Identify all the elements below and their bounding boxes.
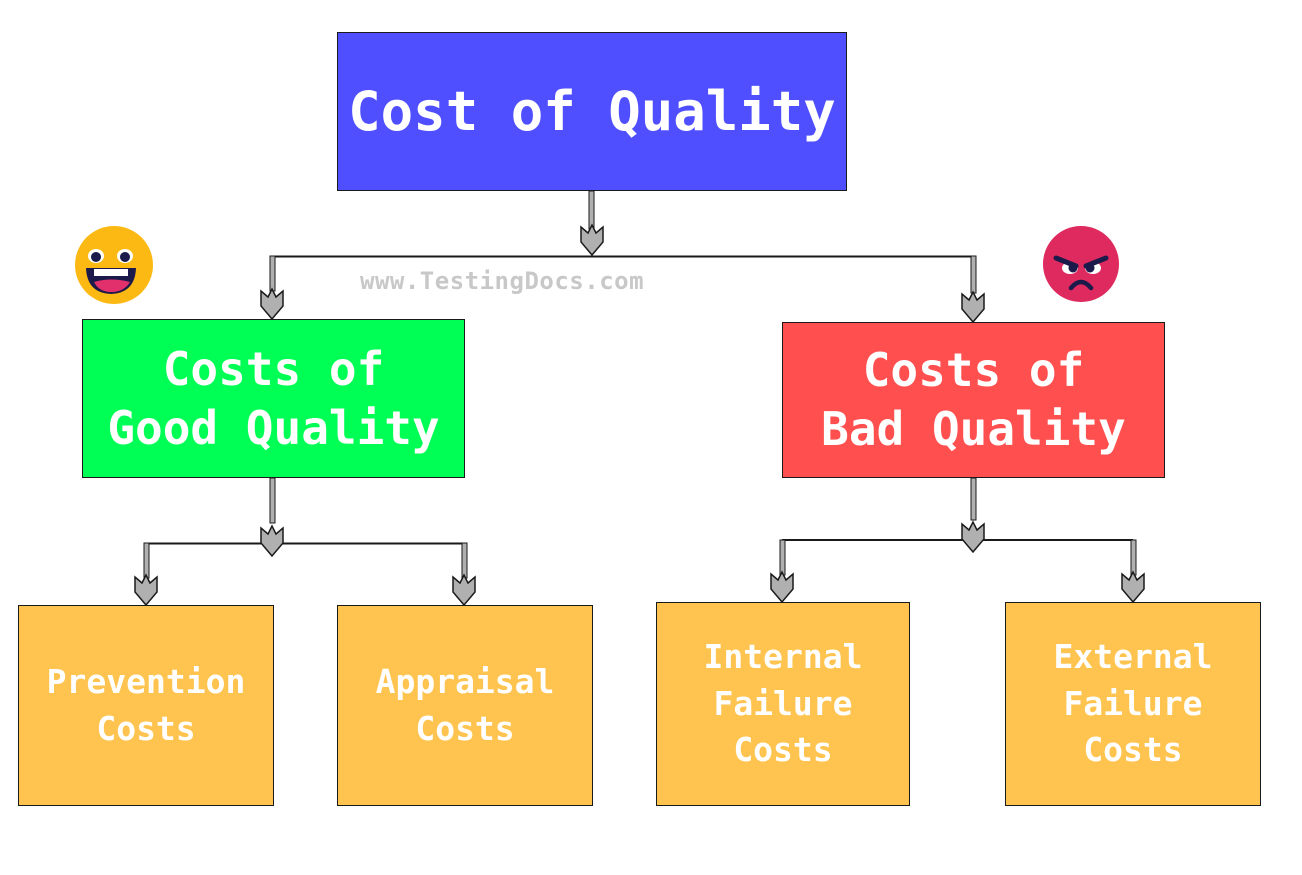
node-costs-of-bad-quality: Costs of Bad Quality [782,322,1165,478]
node-appraisal-costs: Appraisal Costs [337,605,593,806]
watermark: www.TestingDocs.com [360,267,645,295]
node-external-failure-costs: External Failure Costs [1005,602,1261,806]
happy-face-icon [75,226,153,304]
arrow-root [580,224,604,256]
node-prevention-costs: Prevention Costs [18,605,274,806]
angry-face-icon [1043,226,1119,302]
node-internal-failure-costs: Internal Failure Costs [656,602,910,806]
node-costs-of-good-quality: Costs of Good Quality [82,319,465,478]
root-node-cost-of-quality: Cost of Quality [337,32,847,191]
